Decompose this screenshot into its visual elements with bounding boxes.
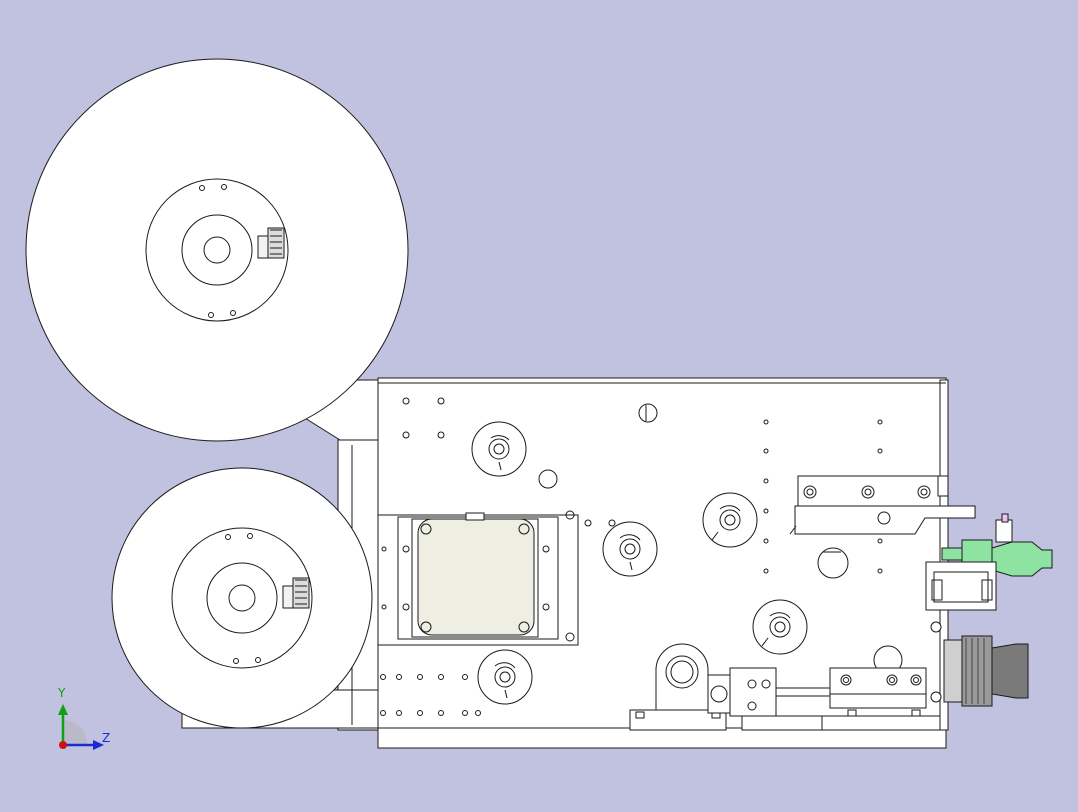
axis-triad <box>58 704 104 750</box>
guide-roller[interactable] <box>752 599 808 655</box>
sensor-disc <box>817 547 903 675</box>
guide-roller[interactable] <box>477 649 533 705</box>
cover-screws <box>381 510 575 642</box>
reel-lock-knob[interactable] <box>257 227 285 259</box>
reel-bolt-holes <box>199 184 236 318</box>
linear-slide[interactable] <box>776 667 941 731</box>
sensor-bracket[interactable] <box>925 561 997 611</box>
motor-cover[interactable] <box>377 510 579 646</box>
lower-rewind-reel[interactable] <box>111 467 373 729</box>
peel-plate-bracket[interactable] <box>789 475 976 535</box>
cable-connector[interactable] <box>930 621 1029 707</box>
guide-roller[interactable] <box>702 492 758 548</box>
reel-lock-knob[interactable] <box>282 577 310 609</box>
plate-holes <box>380 397 883 716</box>
y-axis-label: Y <box>58 686 66 700</box>
pillow-block-bearing[interactable] <box>629 643 727 731</box>
reel-bolt-holes <box>225 533 261 664</box>
guide-roller[interactable] <box>471 421 527 477</box>
air-cylinder[interactable] <box>707 667 825 731</box>
upper-label-reel[interactable] <box>25 58 409 442</box>
z-axis-label: Z <box>102 731 111 745</box>
guide-roller[interactable] <box>602 521 658 577</box>
